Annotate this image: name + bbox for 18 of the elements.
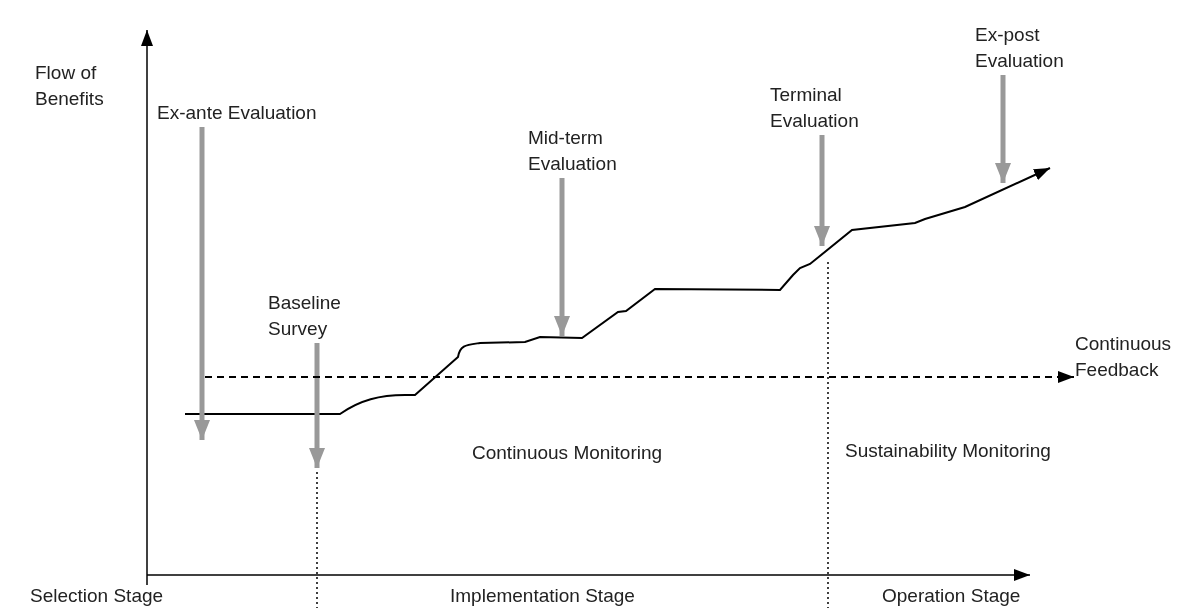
arrow (554, 178, 570, 336)
stage-name: Operation Stage (882, 584, 1022, 608)
stage-label: Terminal Evaluation (770, 82, 910, 134)
stage-label: Ex-post Evaluation (975, 22, 1115, 74)
arrow (814, 135, 830, 246)
axis-title: Flow of Benefits (35, 61, 105, 111)
arrow (194, 127, 210, 440)
phase-label: Continuous Monitoring (472, 441, 664, 465)
stage-name: Selection Stage (30, 584, 165, 608)
arrow (995, 75, 1011, 183)
phase-label: Sustainability Monitoring (845, 439, 1052, 463)
stage-label: Continuous Feedback (1075, 331, 1175, 383)
arrow (309, 343, 325, 468)
stage-label: Mid-term Evaluation (528, 125, 668, 177)
feedback-arrow (204, 371, 1075, 383)
stage-label: Baseline Survey (268, 290, 388, 342)
stage-label: Ex-ante Evaluation (157, 100, 317, 126)
stage-name: Implementation Stage (450, 584, 636, 608)
